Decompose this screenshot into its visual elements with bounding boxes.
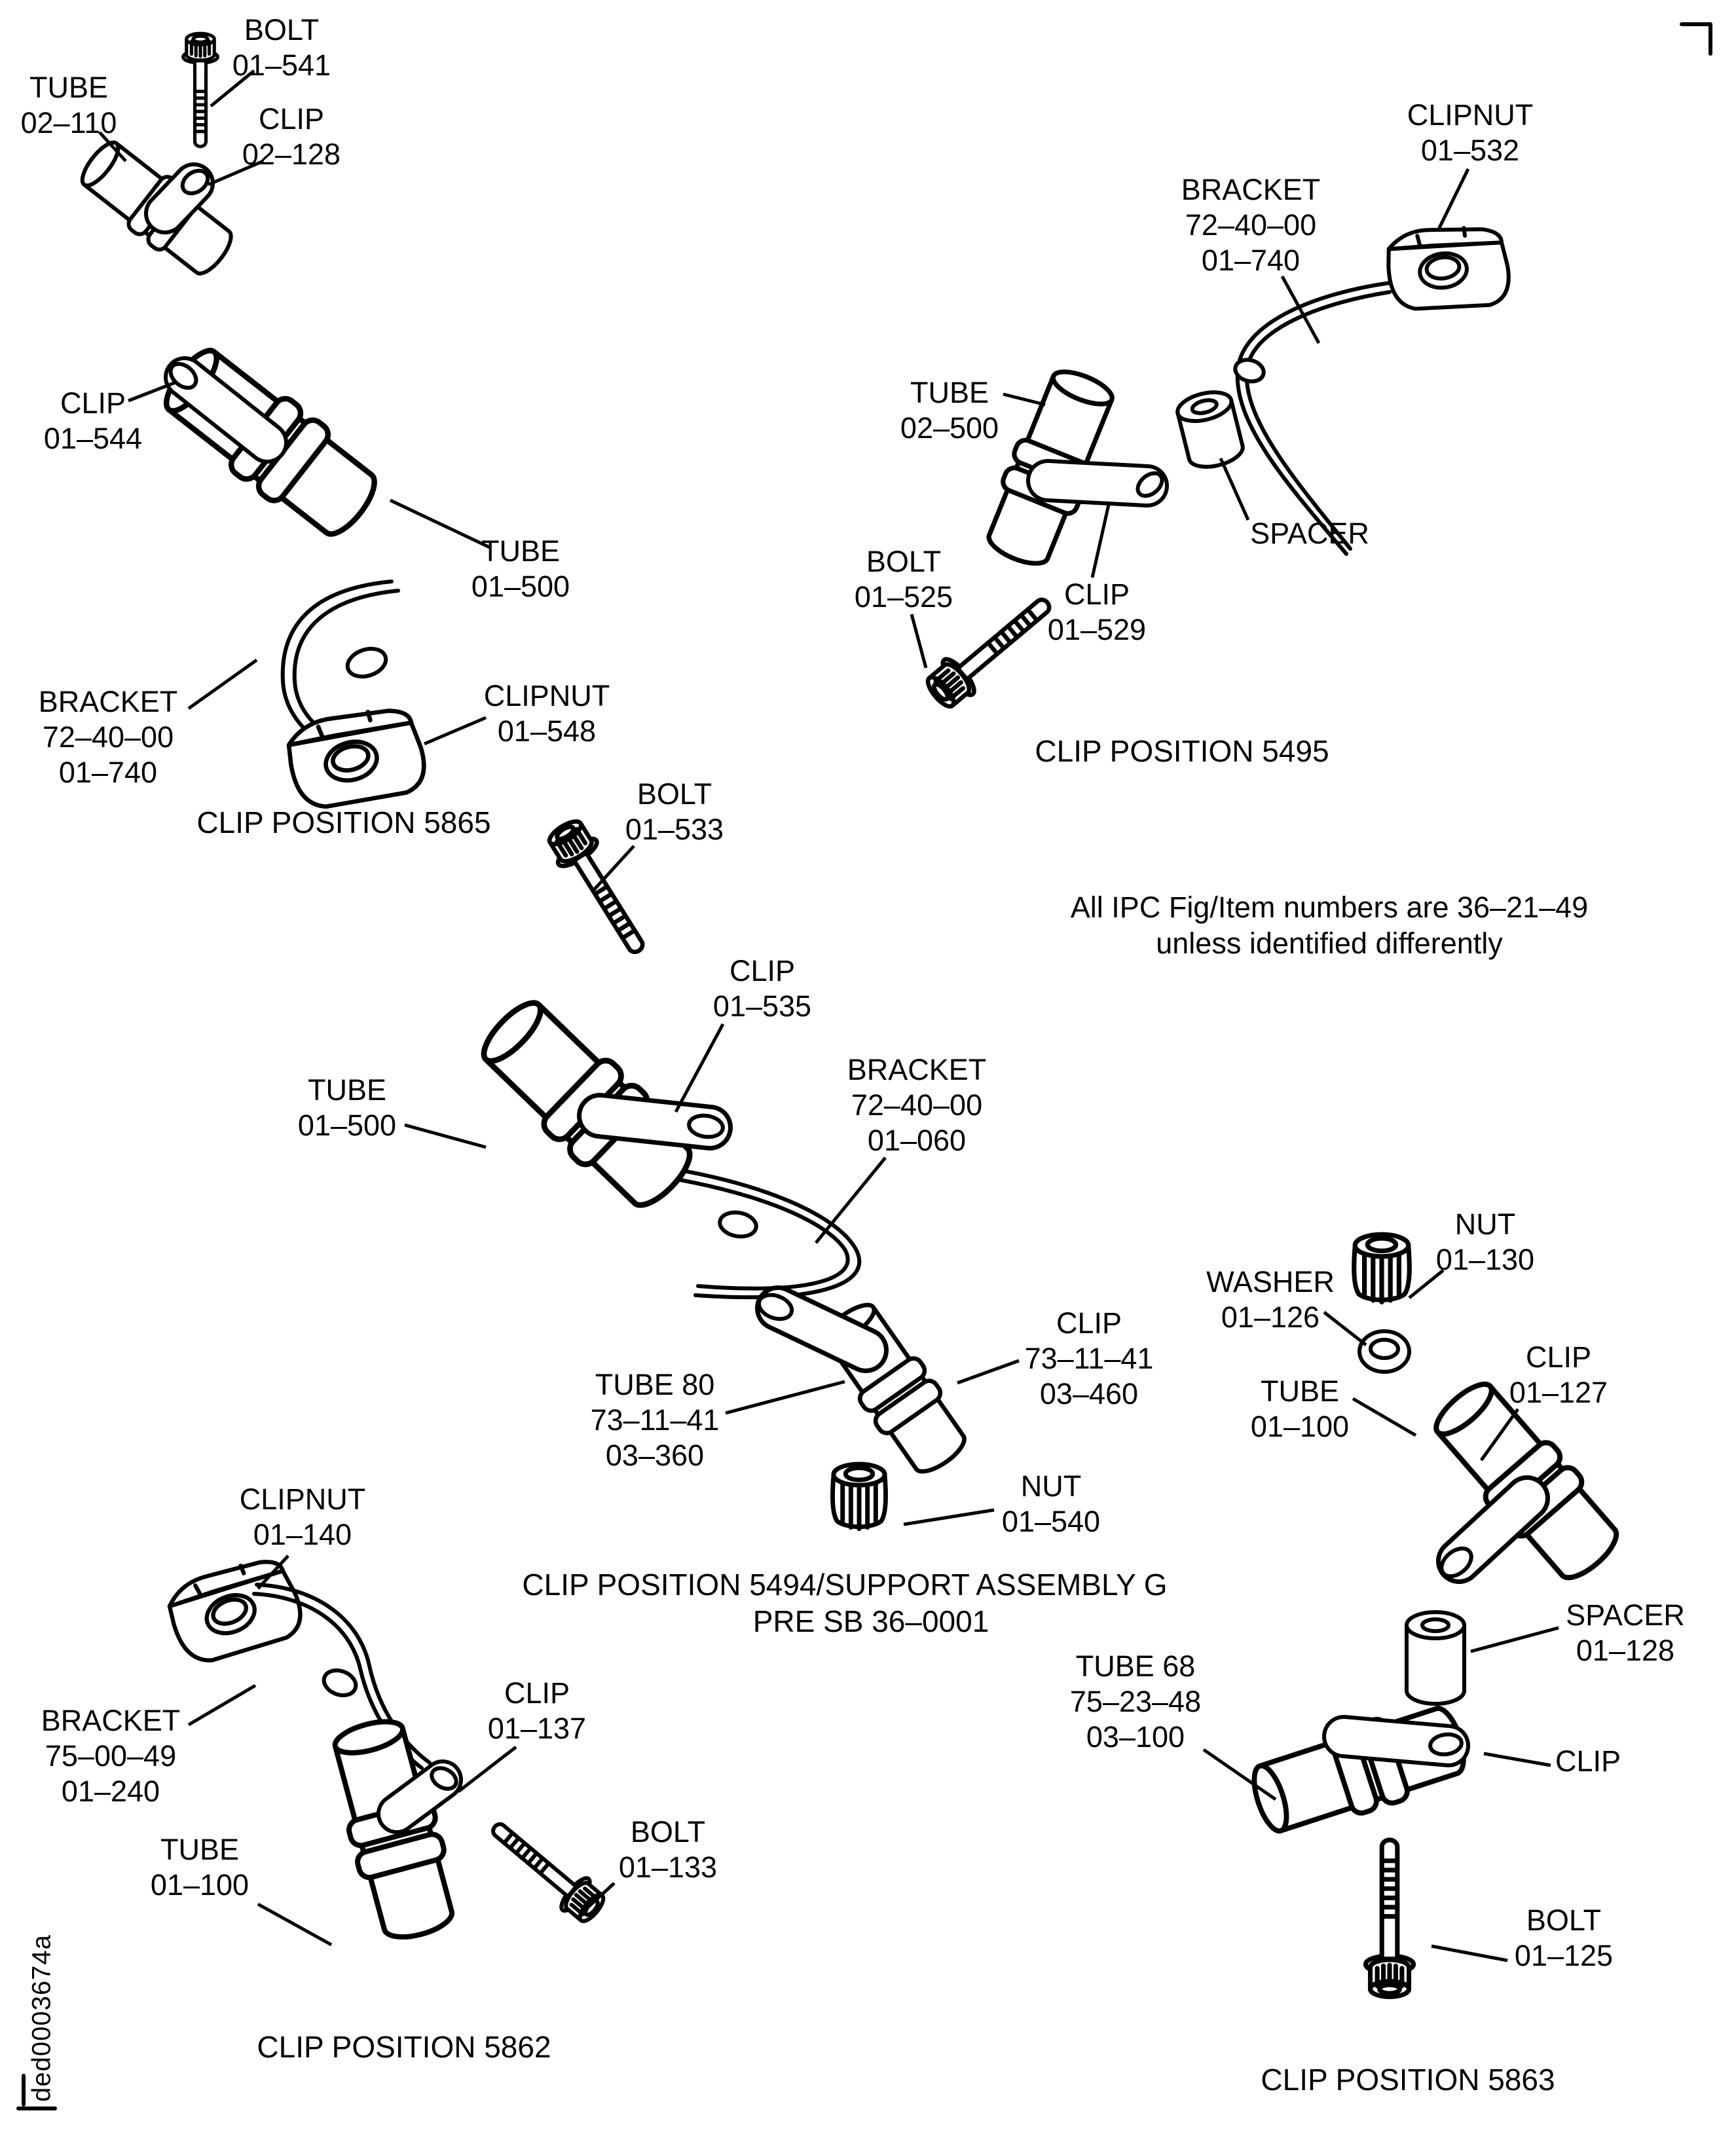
tube-01-500-drawing-c bbox=[469, 988, 733, 1221]
washer-01-126-drawing bbox=[1357, 1329, 1411, 1374]
label-spacer-b: SPACER bbox=[1250, 517, 1369, 550]
assembly-5865 bbox=[73, 33, 432, 820]
corner-mark-bottom-left bbox=[16, 2074, 57, 2110]
bracket-72-40-00-01-740-drawing-b bbox=[1235, 281, 1392, 556]
clip-73-11-41-drawing bbox=[756, 1293, 794, 1321]
caption-clip-position-5865: CLIP POSITION 5865 bbox=[196, 805, 491, 839]
clip-01-535-drawing bbox=[687, 1113, 725, 1139]
assembly-5862 bbox=[161, 1547, 610, 1945]
clip-02-128-drawing bbox=[180, 168, 210, 196]
figure-code: ded0003674a bbox=[27, 1934, 56, 2102]
bolt-01-133-drawing bbox=[482, 1811, 610, 1928]
spacer-01-128-drawing bbox=[1405, 1610, 1466, 1706]
clip-01-127-drawing bbox=[1439, 1546, 1473, 1579]
bolt-01-125-drawing bbox=[1365, 1840, 1413, 1997]
spacer-drawing-b bbox=[1175, 390, 1245, 469]
bolt-01-541-drawing bbox=[183, 33, 218, 147]
tube-01-100-drawing-d bbox=[1422, 1371, 1631, 1591]
caption-clip-position-5495: CLIP POSITION 5495 bbox=[1035, 734, 1329, 768]
tube-02-500-drawing bbox=[977, 362, 1169, 573]
assembly-5494 bbox=[469, 815, 976, 1528]
tube-80-drawing bbox=[755, 1285, 976, 1482]
label-clip-5863: CLIP bbox=[1555, 1744, 1621, 1778]
clip-01-544-drawing bbox=[168, 361, 198, 390]
clipnut-01-140-drawing bbox=[161, 1547, 309, 1675]
assembly-5495 bbox=[921, 219, 1513, 714]
caption-clip-position-5862: CLIP POSITION 5862 bbox=[257, 2030, 551, 2064]
tube-02-110-drawing bbox=[73, 132, 242, 284]
nut-01-540-drawing bbox=[832, 1464, 885, 1529]
clip-drawing-5863 bbox=[1428, 1732, 1464, 1757]
caption-clip-position-5494: CLIP POSITION 5494/SUPPORT ASSEMBLY G bbox=[522, 1568, 1168, 1602]
tube-01-100-drawing-e bbox=[323, 1714, 464, 1945]
corner-mark-top-right bbox=[1680, 22, 1712, 56]
nut-01-130-drawing bbox=[1354, 1234, 1410, 1302]
clip-01-529-drawing bbox=[1136, 471, 1164, 498]
clip-01-137-drawing bbox=[430, 1766, 458, 1791]
caption-clip-position-5863: CLIP POSITION 5863 bbox=[1261, 2063, 1555, 2097]
assembly-5863 bbox=[1245, 1234, 1631, 1996]
caption-pre-sb-36-0001: PRE SB 36–0001 bbox=[752, 1604, 989, 1638]
tube-68-drawing bbox=[1245, 1697, 1473, 1843]
clipnut-01-548-drawing bbox=[282, 697, 431, 820]
leader-lines bbox=[98, 69, 1559, 1962]
clipnut-01-532-drawing bbox=[1384, 219, 1513, 318]
tube-01-500-drawing bbox=[153, 336, 389, 549]
